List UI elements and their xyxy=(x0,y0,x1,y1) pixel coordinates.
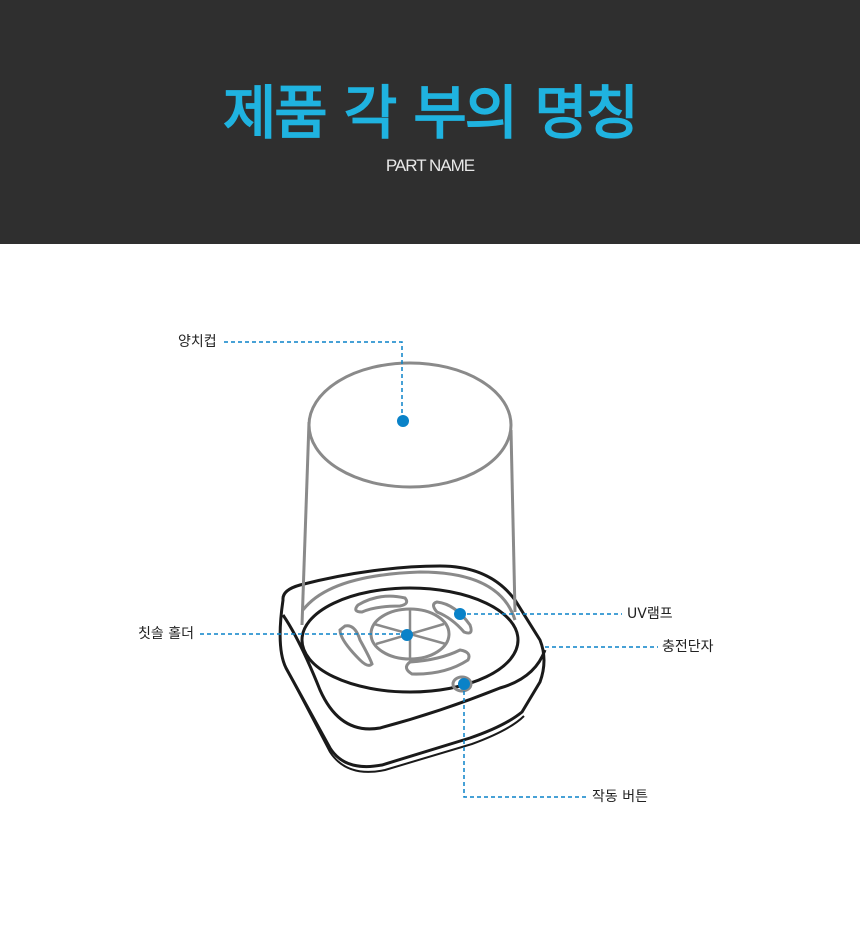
base-illustration xyxy=(278,564,547,773)
label-toothbrush-holder: 칫솔 홀더 xyxy=(138,626,194,642)
callout-dot-button xyxy=(458,678,470,690)
callout-dot-cup xyxy=(397,415,409,427)
page-subtitle: PART NAME xyxy=(385,156,475,175)
callout-dot-uv-lamp xyxy=(454,608,466,620)
cup-illustration xyxy=(300,361,517,626)
callout-line-cup xyxy=(224,341,403,420)
label-power-button: 작동 버튼 xyxy=(592,789,648,805)
header-banner: 제품 각 부의 명칭 PART NAME xyxy=(0,0,860,244)
label-cup: 양치컵 xyxy=(178,334,217,350)
tray-illustration xyxy=(300,570,520,694)
callout-line-button xyxy=(463,684,588,798)
page-title: 제품 각 부의 명칭 xyxy=(222,79,639,147)
callout-lines xyxy=(200,341,658,798)
callout-dot-holder xyxy=(401,629,413,641)
label-charging-port: 충전단자 xyxy=(662,639,714,655)
label-uv-lamp: UV램프 xyxy=(627,606,673,622)
